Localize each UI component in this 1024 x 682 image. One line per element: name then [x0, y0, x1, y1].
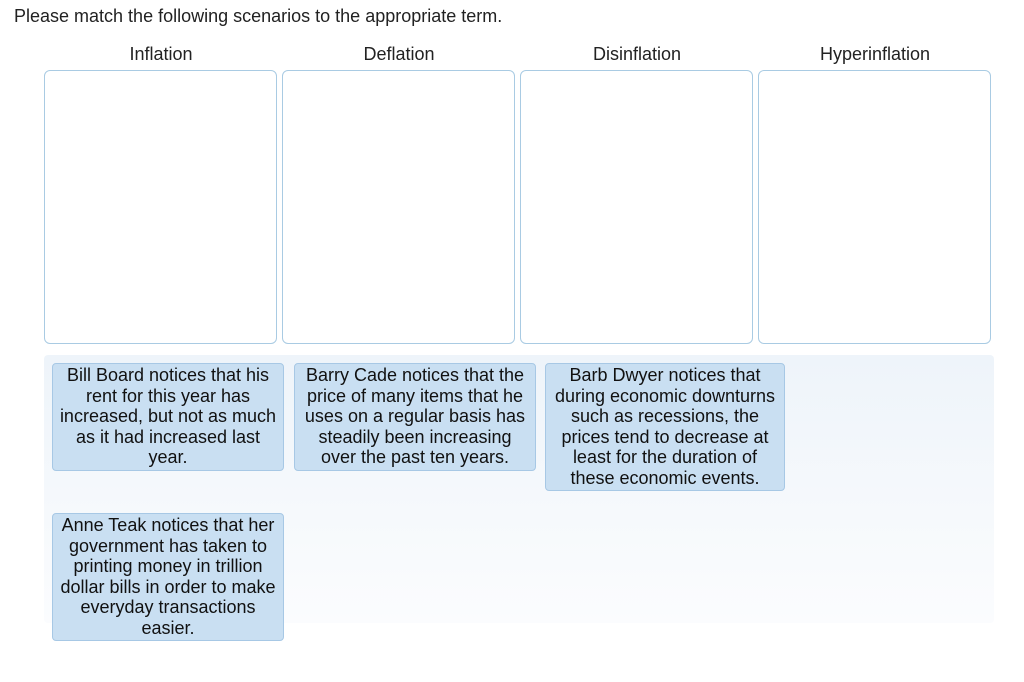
category-headers: Inflation Deflation Disinflation Hyperin… — [44, 42, 994, 66]
instructions-text: Please match the following scenarios to … — [14, 6, 503, 26]
drop-zone-hyperinflation[interactable] — [758, 70, 991, 344]
category-header-deflation: Deflation — [363, 44, 435, 64]
scenario-card-bill-board[interactable]: Bill Board notices that his rent for thi… — [52, 363, 284, 471]
drop-zone-deflation[interactable] — [282, 70, 515, 344]
scenario-card-barry-cade[interactable]: Barry Cade notices that the price of man… — [294, 363, 536, 471]
category-header-inflation: Inflation — [129, 44, 193, 64]
category-header-hyperinflation: Hyperinflation — [819, 44, 931, 64]
category-header-disinflation: Disinflation — [592, 44, 682, 64]
drop-zone-inflation[interactable] — [44, 70, 277, 344]
scenario-card-anne-teak[interactable]: Anne Teak notices that her government ha… — [52, 513, 284, 641]
scenario-card-barb-dwyer[interactable]: Barb Dwyer notices that during economic … — [545, 363, 785, 491]
drop-zone-disinflation[interactable] — [520, 70, 753, 344]
